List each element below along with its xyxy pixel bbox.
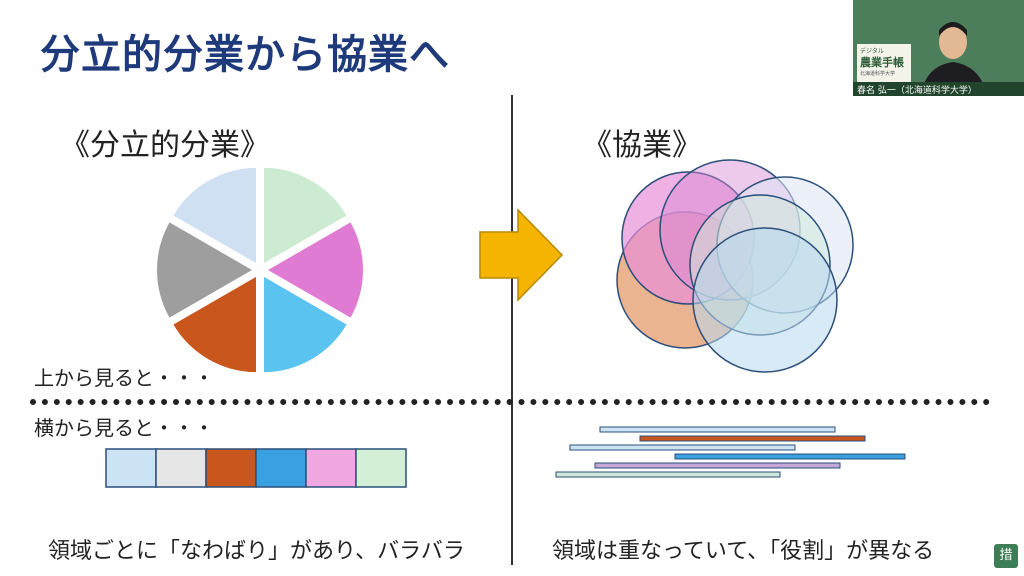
overlapping-circles [616, 159, 854, 373]
corner-logo: 措 [994, 544, 1018, 568]
left-caption: 領域ごとに「なわばり」があり、バラバラ [48, 539, 465, 564]
pie-segment [262, 165, 350, 267]
sign-sub: 北海道科学大学 [860, 71, 896, 77]
vertical-divider [511, 95, 513, 565]
side-bar [639, 435, 866, 442]
side-block [205, 448, 257, 488]
slide-title: 分立的分業から協業へ [40, 32, 450, 78]
speaker-name: 春名 弘一（北海道科学大学） [857, 86, 977, 96]
arrow-shape [479, 208, 564, 302]
side-view-label: 横から見ると・・・ [34, 416, 214, 440]
top-view-label: 上から見ると・・・ [34, 366, 214, 390]
side-bar [594, 462, 841, 469]
overlap-circle [692, 227, 838, 373]
side-view-blocks [105, 448, 407, 488]
pie-segment [170, 273, 258, 375]
side-block [255, 448, 307, 488]
left-heading: 《分立的分業》 [60, 128, 270, 163]
sign-small-text: デジタル [860, 48, 884, 55]
side-block [155, 448, 207, 488]
right-caption: 領域は重なっていて、「役割」が異なる [552, 539, 935, 564]
pie-segment [155, 219, 257, 321]
divided-pie [155, 165, 365, 375]
pie-segment [264, 219, 365, 321]
side-bar [555, 471, 781, 478]
sign-title: 農業手帳 [860, 56, 904, 69]
right-heading: 《協業》 [582, 128, 702, 163]
side-bar [674, 453, 906, 460]
side-block [105, 448, 157, 488]
speaker-name-bar: 春名 弘一（北海道科学大学） [853, 82, 1024, 96]
pie-segment [170, 165, 258, 267]
transition-arrow [479, 208, 564, 302]
side-view-bars [555, 426, 906, 478]
side-bar [599, 426, 836, 433]
pie-segment [262, 273, 350, 375]
side-bar [569, 444, 796, 451]
side-block [355, 448, 407, 488]
side-block [305, 448, 357, 488]
dotted-divider [30, 399, 990, 405]
webcam-overlay: デジタル 農業手帳 北海道科学大学 春名 弘一（北海道科学大学） [853, 0, 1024, 96]
logo-sign: デジタル 農業手帳 北海道科学大学 [857, 44, 911, 82]
